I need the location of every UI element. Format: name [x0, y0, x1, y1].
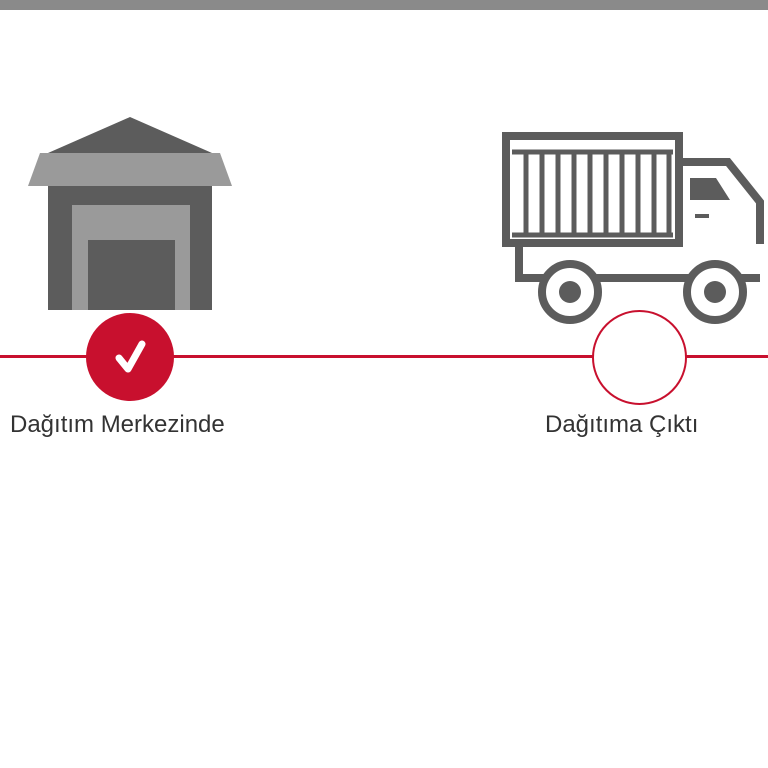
- truck-icon: [502, 132, 764, 324]
- step-label-distribution-center: Dağıtım Merkezinde: [10, 411, 225, 438]
- progress-track: [0, 355, 768, 358]
- step-pending-marker: [592, 310, 687, 405]
- top-bar: [0, 0, 768, 10]
- step-completed-marker: [86, 313, 174, 401]
- warehouse-icon: [28, 117, 232, 310]
- checkmark-icon: [115, 340, 146, 373]
- step-label-out-for-delivery: Dağıtıma Çıktı: [545, 411, 699, 438]
